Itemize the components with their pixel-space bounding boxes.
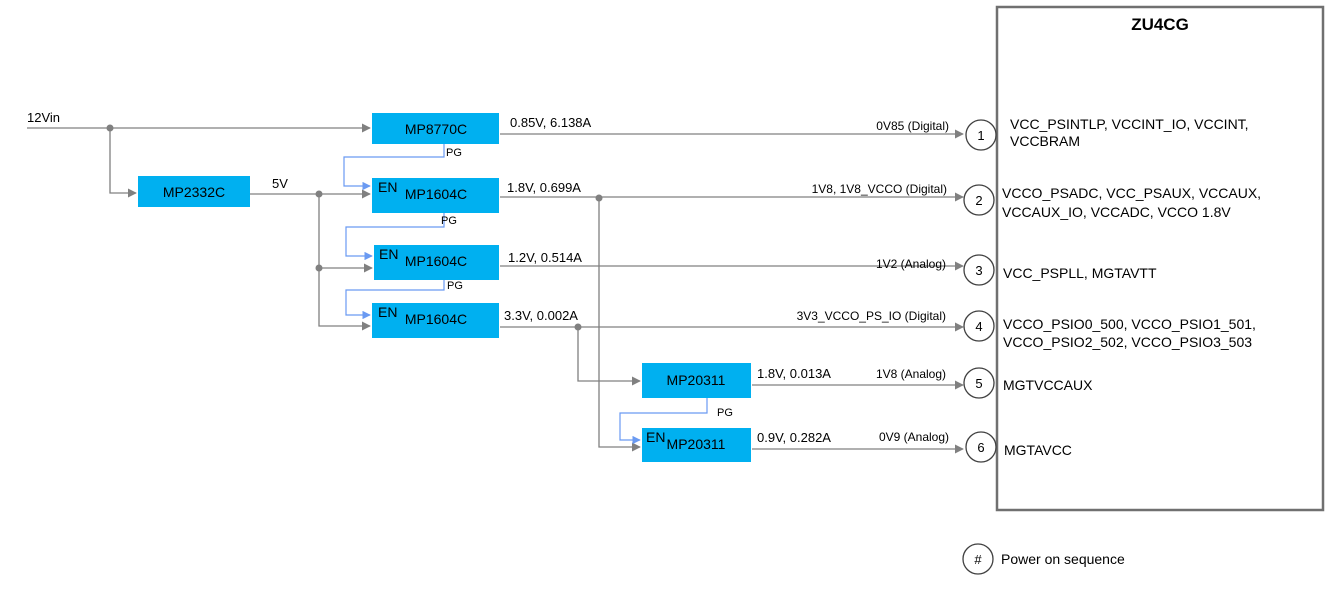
sequence-marker-5: 5 bbox=[963, 367, 995, 399]
pin-list: VCCO_PSIO2_502, VCCO_PSIO3_503 bbox=[1003, 334, 1252, 350]
legend: # Power on sequence bbox=[962, 543, 1125, 575]
pg-en-wire bbox=[345, 280, 445, 320]
fpga-block bbox=[995, 5, 1325, 512]
rail-name: 1V2 (Analog) bbox=[876, 257, 946, 271]
regulator-mp1604c-3v3: EN MP1604C bbox=[372, 303, 499, 338]
regulator-mp8770c: MP8770C bbox=[372, 113, 499, 144]
svg-text:3: 3 bbox=[975, 263, 982, 278]
svg-text:4: 4 bbox=[975, 319, 982, 334]
regulator-mp2332c: MP2332C bbox=[138, 176, 250, 207]
en-label: EN bbox=[646, 429, 665, 445]
output-label: 0.9V, 0.282A bbox=[757, 430, 831, 445]
wire-to-mp2332 bbox=[109, 128, 137, 198]
sequence-marker-2: 2 bbox=[963, 184, 995, 216]
rail-name: 0V85 (Digital) bbox=[876, 119, 949, 133]
svg-text:2: 2 bbox=[975, 193, 982, 208]
pin-list: MGTVCCAUX bbox=[1003, 377, 1093, 393]
pg-label: PG bbox=[447, 280, 463, 292]
output-label: 3.3V, 0.002A bbox=[504, 308, 578, 323]
pg-en-wire bbox=[345, 213, 445, 261]
regulator-name: MP1604C bbox=[405, 311, 467, 327]
bus-5v-down-wire bbox=[318, 194, 371, 331]
en-label: EN bbox=[379, 246, 398, 262]
tap-3v3-wire bbox=[577, 327, 641, 386]
pin-list: MGTAVCC bbox=[1004, 442, 1072, 458]
pin-list: VCC_PSPLL, MGTAVTT bbox=[1003, 265, 1157, 281]
tap-1v8-wire bbox=[598, 198, 641, 452]
regulator-name: MP20311 bbox=[667, 436, 726, 452]
svg-text:5: 5 bbox=[975, 376, 982, 391]
pin-list: VCCO_PSIO0_500, VCCO_PSIO1_501, bbox=[1003, 316, 1256, 332]
regulator-name: MP2332C bbox=[163, 184, 225, 200]
bus-5v-label: 5V bbox=[272, 176, 288, 191]
rail-name: 0V9 (Analog) bbox=[879, 430, 949, 444]
pin-list: VCCAUX_IO, VCCADC, VCCO 1.8V bbox=[1002, 204, 1231, 220]
fpga-title: ZU4CG bbox=[1131, 15, 1189, 34]
legend-marker bbox=[962, 543, 994, 575]
sequence-marker-4: 4 bbox=[963, 310, 995, 342]
regulator-mp20311-0v9: EN MP20311 bbox=[642, 428, 751, 462]
svg-text:6: 6 bbox=[977, 440, 984, 455]
legend-symbol: # bbox=[974, 552, 982, 567]
pin-list: VCCBRAM bbox=[1010, 133, 1080, 149]
pg-en-wire bbox=[343, 143, 445, 191]
regulator-mp1604c-1v2: EN MP1604C bbox=[374, 245, 499, 280]
rail-name: 1V8 (Analog) bbox=[876, 367, 946, 381]
sequence-marker-6: 6 bbox=[965, 431, 997, 463]
pg-en-wire bbox=[619, 398, 708, 445]
pg-label: PG bbox=[446, 147, 462, 159]
rail-name: 3V3_VCCO_PS_IO (Digital) bbox=[797, 309, 946, 323]
output-label: 1.8V, 0.013A bbox=[757, 366, 831, 381]
regulator-name: MP20311 bbox=[667, 372, 726, 388]
pin-list: VCCO_PSADC, VCC_PSAUX, VCCAUX, bbox=[1002, 185, 1261, 201]
en-label: EN bbox=[378, 304, 397, 320]
rail-name: 1V8, 1V8_VCCO (Digital) bbox=[812, 182, 947, 196]
regulator-name: MP8770C bbox=[405, 121, 467, 137]
legend-text: Power on sequence bbox=[1001, 551, 1125, 567]
regulator-name: MP1604C bbox=[405, 186, 467, 202]
en-label: EN bbox=[378, 179, 397, 195]
pg-label: PG bbox=[441, 215, 457, 227]
sequence-marker-1: 1 bbox=[965, 119, 997, 151]
regulator-mp20311-1v8: MP20311 bbox=[642, 363, 751, 398]
regulator-name: MP1604C bbox=[405, 253, 467, 269]
regulator-mp1604c-1v8: EN MP1604C bbox=[372, 178, 499, 213]
sequence-marker-3: 3 bbox=[963, 254, 995, 286]
pg-label: PG bbox=[717, 407, 733, 419]
pin-list: VCC_PSINTLP, VCCINT_IO, VCCINT, bbox=[1010, 116, 1249, 132]
svg-text:1: 1 bbox=[977, 128, 984, 143]
output-label: 0.85V, 6.138A bbox=[510, 115, 592, 130]
input-label: 12Vin bbox=[27, 110, 60, 125]
output-label: 1.2V, 0.514A bbox=[508, 250, 582, 265]
output-label: 1.8V, 0.699A bbox=[507, 180, 581, 195]
